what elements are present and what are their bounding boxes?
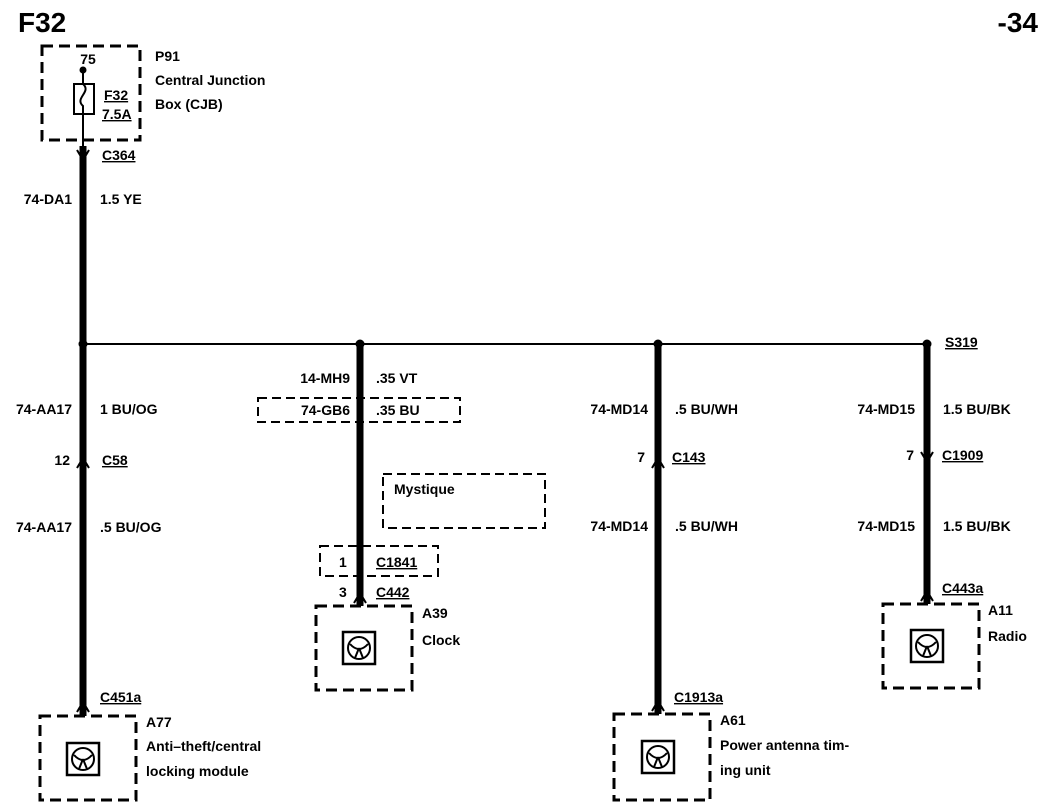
antenna-circuit-top: 74-MD14 (590, 401, 648, 417)
fuse-id-label: F32 (104, 87, 128, 103)
anti-theft-component-ref: A77 (146, 714, 172, 730)
anti-theft-component-line1: Anti–theft/central (146, 738, 261, 754)
feed-connector-label: C364 (102, 147, 136, 163)
connector-arrow-icon (920, 451, 934, 464)
anti-theft-circuit-bottom: 74-AA17 (16, 519, 72, 535)
clock-component-line1: Clock (422, 632, 460, 648)
splice-id-label: S319 (945, 334, 978, 350)
anti-theft-module-outline (38, 714, 138, 802)
clock-wire-alt: .35 BU (376, 402, 420, 418)
radio-wire-bottom: 1.5 BU/BK (943, 518, 1011, 534)
radio-module-outline (881, 602, 981, 690)
clock-module-outline (314, 604, 414, 692)
mystique-option-box (382, 473, 546, 529)
antenna-component-ref: A61 (720, 712, 746, 728)
connector-arrow-icon (76, 456, 90, 469)
cjb-name-line2: Box (CJB) (155, 96, 223, 112)
radio-circuit-top: 74-MD15 (857, 401, 915, 417)
radio-inline-connector: C1909 (942, 447, 983, 463)
anti-theft-inline-connector: C58 (102, 452, 128, 468)
anti-theft-component-line2: locking module (146, 763, 249, 779)
radio-pin-label: 7 (906, 447, 914, 463)
connector-arrow-icon (920, 589, 934, 602)
clock-wire-top: .35 VT (376, 370, 418, 386)
clock-pin-label: 3 (339, 584, 347, 600)
anti-theft-pin-label: 12 (54, 452, 70, 468)
feed-circuit-label: 74-DA1 (24, 191, 72, 207)
antenna-inline-connector: C143 (672, 449, 706, 465)
cjb-ref-label: P91 (155, 48, 180, 64)
module-icon (640, 739, 676, 775)
fuse-symbol-icon (73, 83, 95, 115)
antenna-wire-bottom: .5 BU/WH (675, 518, 738, 534)
anti-theft-component-connector: C451a (100, 689, 141, 705)
connector-arrow-icon (651, 699, 665, 712)
page-reference: -34 (998, 7, 1039, 38)
connector-arrow-icon (651, 456, 665, 469)
radio-wire-top: 1.5 BU/BK (943, 401, 1011, 417)
cjb-pin-label: 75 (80, 51, 96, 67)
radio-component-connector: C443a (942, 580, 983, 596)
clock-alt-connector: C1841 (376, 554, 417, 570)
module-icon (341, 630, 377, 666)
clock-alt-connector-box (319, 545, 439, 577)
anti-theft-wire-top: 1 BU/OG (100, 401, 158, 417)
feed-wire-label: 1.5 YE (100, 191, 142, 207)
antenna-component-line2: ing unit (720, 762, 771, 778)
fuse-rating-label: 7.5A (102, 106, 132, 122)
antenna-wire-top: .5 BU/WH (675, 401, 738, 417)
clock-alt-pin: 1 (339, 554, 347, 570)
clock-circuit-top: 14-MH9 (300, 370, 350, 386)
antenna-pin-label: 7 (637, 449, 645, 465)
radio-component-line1: Radio (988, 628, 1027, 644)
connector-arrow-icon (353, 591, 367, 604)
antenna-component-connector: C1913a (674, 689, 723, 705)
antenna-circuit-bottom: 74-MD14 (590, 518, 648, 534)
cjb-name-line1: Central Junction (155, 72, 265, 88)
anti-theft-wire-bottom: .5 BU/OG (100, 519, 162, 535)
module-icon (909, 628, 945, 664)
fuse-title: F32 (18, 7, 66, 38)
antenna-module-outline (612, 712, 712, 802)
anti-theft-circuit-top: 74-AA17 (16, 401, 72, 417)
clock-circuit-alt: 74-GB6 (301, 402, 350, 418)
module-icon (65, 741, 101, 777)
radio-circuit-bottom: 74-MD15 (857, 518, 915, 534)
connector-arrow-icon (76, 149, 90, 162)
cjb-box-outline (40, 44, 142, 142)
connector-arrow-icon (76, 700, 90, 713)
antenna-component-line1: Power antenna tim- (720, 737, 849, 753)
clock-component-ref: A39 (422, 605, 448, 621)
clock-component-connector: C442 (376, 584, 410, 600)
mystique-option-label: Mystique (394, 481, 455, 497)
radio-component-ref: A11 (988, 602, 1013, 618)
clock-alt-wire-box (257, 397, 461, 423)
